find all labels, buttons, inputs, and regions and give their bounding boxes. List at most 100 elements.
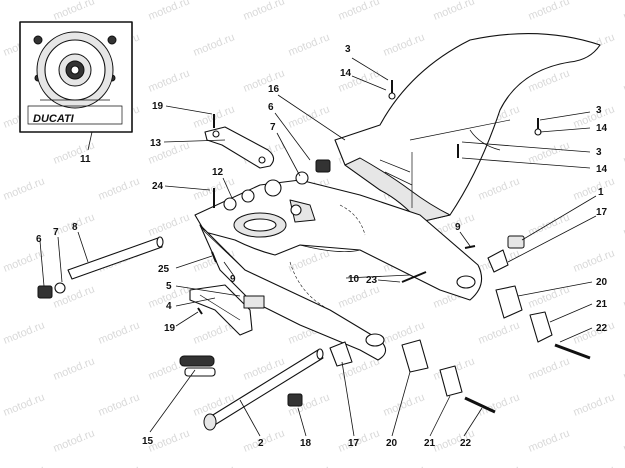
watermark-text: motod.ru — [97, 319, 142, 346]
watermark-text: motod.ru — [337, 0, 382, 23]
callout-19: 19 — [164, 323, 176, 334]
ducati-logo-text: DUCATI — [33, 113, 75, 125]
watermark-text: motod.ru — [0, 355, 1, 382]
watermark-text: motod.ru — [147, 211, 192, 238]
watermark-text: motod.ru — [147, 427, 192, 454]
watermark-text: motod.ru — [622, 67, 625, 94]
callout-20: 20 — [386, 438, 398, 449]
callout-19: 19 — [152, 101, 164, 112]
watermark-text: motod.ru — [147, 0, 192, 23]
callout-14: 14 — [596, 123, 608, 134]
callout-13: 13 — [150, 138, 162, 149]
watermark-text: motod.ru — [572, 103, 617, 130]
watermark-text: motod.ru — [52, 427, 97, 454]
watermark-text: motod.ru — [52, 0, 97, 23]
chain-slider — [189, 284, 265, 336]
watermark-text: motod.ru — [622, 139, 625, 166]
callout-17: 17 — [596, 207, 608, 218]
callout-7: 7 — [270, 122, 276, 133]
watermark-text: motod.ru — [337, 283, 382, 310]
watermark-text: motod.ru — [0, 0, 1, 23]
screws — [197, 80, 542, 315]
watermark-text: motod.ru — [192, 463, 237, 468]
watermark-text: motod.ru — [572, 463, 617, 468]
watermark-text: motod.ru — [0, 67, 1, 94]
watermark-text: motod.ru — [0, 427, 1, 454]
callout-2: 2 — [258, 438, 264, 449]
watermark-text: motod.ru — [382, 463, 427, 468]
watermark-text: motod.ru — [527, 355, 572, 382]
callout-12: 12 — [212, 167, 224, 178]
callout-1: 1 — [598, 187, 604, 198]
callout-3: 3 — [596, 105, 602, 116]
callout-25: 25 — [158, 264, 170, 275]
watermark-text: motod.ru — [622, 283, 625, 310]
adjuster-lower — [329, 339, 496, 414]
washers-12 — [223, 189, 255, 211]
rear-mudguard — [334, 33, 601, 223]
watermark-text: motod.ru — [382, 31, 427, 58]
watermark-text: motod.ru — [622, 355, 625, 382]
watermark-text: motod.ru — [0, 139, 1, 166]
watermark-text: motod.ru — [477, 463, 522, 468]
watermark-text: motod.ru — [2, 391, 47, 418]
watermark-text: motod.ru — [242, 67, 287, 94]
watermark-text: motod.ru — [52, 355, 97, 382]
chain-guard-bracket — [204, 126, 275, 169]
watermark-text: motod.ru — [477, 319, 522, 346]
watermark-text: motod.ru — [622, 211, 625, 238]
callout-14: 14 — [596, 164, 608, 175]
watermark-text: motod.ru — [527, 211, 572, 238]
watermark-text: motod.ru — [287, 463, 332, 468]
spacer-top — [295, 159, 331, 185]
sprocket-inset: DUCATI — [19, 21, 133, 133]
watermark-text: motod.ru — [97, 175, 142, 202]
callout-6: 6 — [268, 102, 274, 113]
watermark-text: motod.ru — [527, 427, 572, 454]
watermark-text: motod.ru — [97, 463, 142, 468]
callout-11: 11 — [80, 154, 91, 165]
callout-23: 23 — [366, 275, 378, 286]
callout-14: 14 — [340, 68, 352, 79]
callout-21: 21 — [596, 299, 608, 310]
watermark-text: motod.ru — [2, 175, 47, 202]
callout-15: 15 — [142, 436, 154, 447]
watermark-text: motod.ru — [527, 0, 572, 23]
watermark-text: motod.ru — [477, 175, 522, 202]
watermark-text: motod.ru — [0, 211, 1, 238]
callout-18: 18 — [300, 438, 312, 449]
callout-16: 16 — [268, 84, 280, 95]
watermark-text: motod.ru — [0, 283, 1, 310]
watermark-text: motod.ru — [2, 463, 47, 468]
chain-links — [179, 355, 216, 377]
watermark-text: motod.ru — [287, 31, 332, 58]
watermark-text: motod.ru — [242, 0, 287, 23]
callout-22: 22 — [460, 438, 472, 449]
watermark-text: motod.ru — [2, 319, 47, 346]
watermark-text: motod.ru — [147, 67, 192, 94]
callout-20: 20 — [596, 277, 608, 288]
watermark-text: motod.ru — [622, 427, 625, 454]
callout-3: 3 — [596, 147, 602, 158]
callout-6: 6 — [36, 234, 42, 245]
callout-7: 7 — [53, 227, 59, 238]
wheel-spindle — [203, 348, 324, 431]
watermark-text: motod.ru — [572, 391, 617, 418]
callout-9: 9 — [455, 222, 461, 233]
callout-8: 8 — [72, 222, 78, 233]
watermark-text: motod.ru — [242, 427, 287, 454]
watermark-text: motod.ru — [572, 175, 617, 202]
callout-9: 9 — [230, 274, 236, 285]
callout-22: 22 — [596, 323, 608, 334]
callout-4: 4 — [166, 301, 172, 312]
spacer-left — [37, 282, 66, 299]
swingarm — [194, 179, 483, 361]
watermark-text: motod.ru — [527, 139, 572, 166]
adjuster-right-upper — [487, 249, 591, 360]
watermark-text: motod.ru — [572, 247, 617, 274]
spacer-18 — [287, 393, 303, 407]
watermark-text: motod.ru — [2, 247, 47, 274]
callout-5: 5 — [166, 281, 172, 292]
callout-10: 10 — [348, 274, 360, 285]
